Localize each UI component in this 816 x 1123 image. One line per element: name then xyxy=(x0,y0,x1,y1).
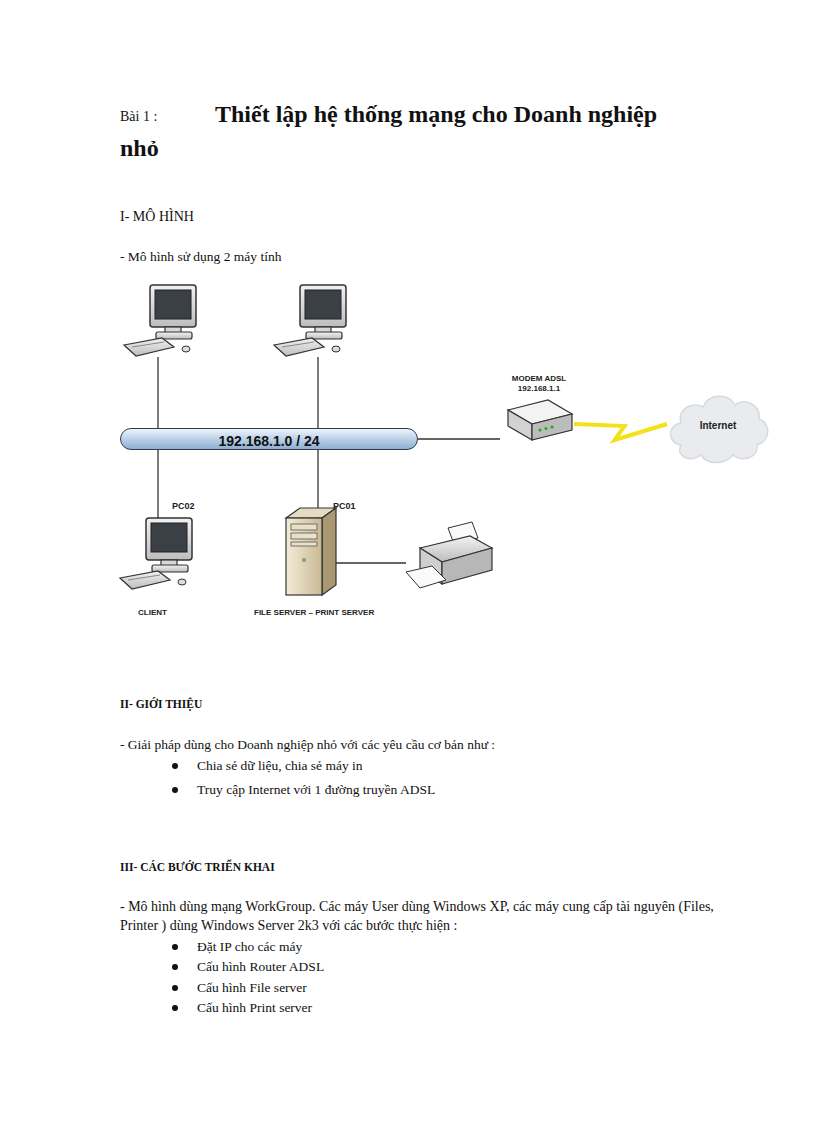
node-label: PC02 xyxy=(172,500,195,512)
node-caption: FILE SERVER – PRINT SERVER xyxy=(254,608,374,618)
internet-cloud: Internet xyxy=(663,383,773,469)
bullet-item: Chia sẻ dữ liệu, chia sẻ máy in xyxy=(197,757,363,775)
section-heading: I- MÔ HÌNH xyxy=(120,208,194,226)
bullet-item: Cấu hình File server xyxy=(197,979,307,997)
bullet-item: Cấu hình Router ADSL xyxy=(197,958,324,976)
section-heading: II- GIỚI THIỆU xyxy=(120,697,202,712)
node-label: 192.168.1.0 / 24 xyxy=(121,432,417,450)
body-text: - Giải pháp dùng cho Doanh nghiệp nhỏ vớ… xyxy=(120,736,740,754)
network-cable xyxy=(317,450,318,496)
network-bus: 192.168.1.0 / 24 xyxy=(120,428,418,450)
adsl-modem: MODEM ADSL 192.168.1.1 xyxy=(500,374,578,448)
bullet-dot xyxy=(172,1005,178,1011)
client-pc: PC02CLIENT xyxy=(118,498,210,622)
node-label: PC01 xyxy=(333,500,356,512)
bullet-item: Truy cập Internet với 1 đường truyền ADS… xyxy=(197,781,435,799)
body-text: - Mô hình dùng mạng WorkGroup. Các máy U… xyxy=(120,897,720,935)
wireless-link xyxy=(574,424,667,440)
node-label: Internet xyxy=(663,419,773,432)
body-text: - Mô hình sử dụng 2 máy tính xyxy=(120,248,281,266)
bullet-dot xyxy=(172,787,178,793)
lesson-number: Bài 1 : xyxy=(120,108,157,126)
bullet-dot xyxy=(172,985,178,991)
bullet-item: Đặt IP cho các máy xyxy=(197,938,302,956)
node-caption: CLIENT xyxy=(138,608,167,618)
bullet-item: Cấu hình Print server xyxy=(197,999,312,1017)
bullet-dot xyxy=(172,763,178,769)
bullet-dot xyxy=(172,944,178,950)
network-cable xyxy=(157,450,158,498)
node-label: MODEM ADSL 192.168.1.1 xyxy=(500,374,578,394)
section-heading: III- CÁC BƯỚC TRIỂN KHAI xyxy=(120,860,275,875)
page-title: Thiết lập hệ thống mạng cho Doanh nghiệp… xyxy=(120,97,680,165)
network-cable xyxy=(418,438,500,439)
bullet-dot xyxy=(172,964,178,970)
file-print-server: PC01FILE SERVER – PRINT SERVER xyxy=(250,496,432,622)
